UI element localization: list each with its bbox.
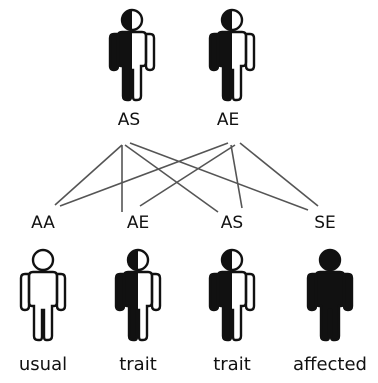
child-phenotype-label: trait bbox=[119, 354, 157, 375]
parent-genotype-label: AE bbox=[216, 110, 240, 130]
child-genotype-label: AA bbox=[31, 213, 55, 233]
person-outline-icon bbox=[19, 248, 67, 342]
child-figure bbox=[13, 248, 73, 343]
child-figure bbox=[202, 248, 262, 343]
child-phenotype-label: usual bbox=[18, 354, 68, 375]
child-phenotype-label: trait bbox=[213, 354, 251, 375]
person-filled-icon bbox=[306, 248, 354, 342]
cross-line bbox=[129, 142, 309, 211]
cross-line bbox=[239, 142, 319, 207]
cross-line bbox=[124, 144, 219, 213]
child-figure bbox=[108, 248, 168, 343]
person-half-icon bbox=[208, 248, 256, 342]
person-half-icon bbox=[208, 8, 256, 102]
cross-line bbox=[54, 144, 123, 206]
cross-line bbox=[139, 144, 236, 207]
cross-line bbox=[59, 142, 229, 207]
parent-figure bbox=[202, 8, 262, 103]
person-half-icon bbox=[108, 8, 156, 102]
child-figure bbox=[300, 248, 360, 343]
person-half-icon bbox=[114, 248, 162, 342]
child-genotype-label: AS bbox=[220, 213, 244, 233]
cross-line bbox=[230, 144, 243, 209]
child-phenotype-label: affected bbox=[293, 354, 367, 375]
parent-genotype-label: AS bbox=[117, 110, 141, 130]
child-genotype-label: AE bbox=[126, 213, 150, 233]
child-genotype-label: SE bbox=[314, 213, 336, 233]
parent-figure bbox=[102, 8, 162, 103]
